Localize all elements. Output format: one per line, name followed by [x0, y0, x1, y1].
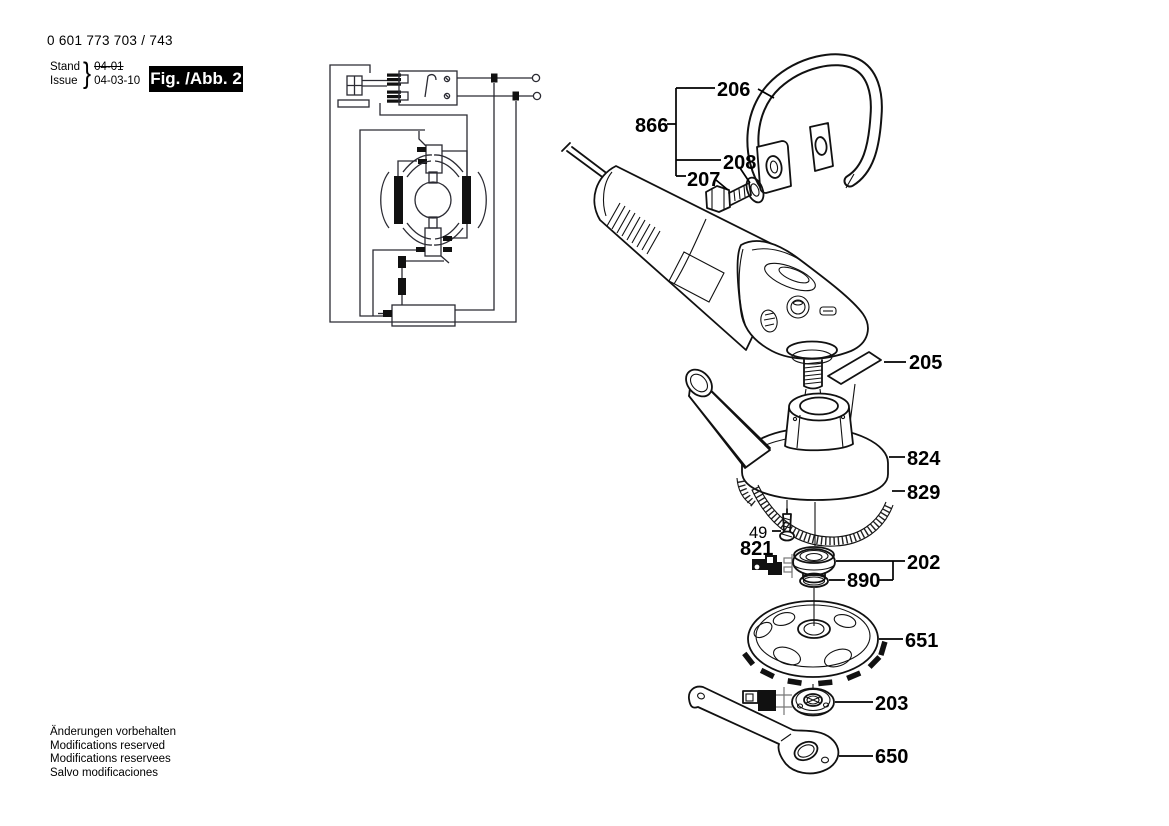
grinder-body-drawing [561, 142, 869, 448]
footer-disclaimer: Änderungen vorbehalten Modifications res… [50, 726, 176, 780]
terminal-pins [387, 73, 401, 103]
spindle-drawing [803, 359, 823, 390]
service-clip-203-drawing [742, 687, 792, 715]
part-label-205: 205 [909, 352, 942, 374]
part-label-208: 208 [723, 152, 756, 174]
vent-slats [606, 202, 661, 255]
screw-49-drawing [779, 508, 795, 542]
issue-date: 04-03-10 [94, 75, 141, 87]
brand-logo-mark [819, 306, 837, 316]
part-label-49: 49 [749, 524, 767, 542]
footer-line-en: Modifications reserved [50, 739, 166, 752]
part-label-651: 651 [905, 630, 938, 652]
nameplate-205-drawing [827, 351, 882, 385]
part-label-650: 650 [875, 746, 908, 768]
side-handle-hole [760, 309, 778, 333]
washer-208-drawing [745, 176, 765, 204]
electronic-module-symbol [378, 304, 456, 327]
part-label-890: 890 [847, 570, 880, 592]
brush-ring-drawing [737, 480, 894, 547]
footer-line-fr: Modifications reservees [50, 753, 171, 765]
part-label-821: 821 [740, 538, 773, 560]
figure-label: Fig. /Abb. 2 [150, 69, 242, 88]
extraction-guard-drawing [685, 368, 889, 546]
stand-label: Stand [50, 61, 81, 73]
footer-line-es: Salvo modificaciones [50, 766, 159, 779]
switch-symbol [398, 70, 458, 106]
part-label-207: 207 [687, 169, 720, 191]
part-label-829: 829 [907, 482, 940, 504]
auxiliary-handle-drawing [746, 53, 883, 194]
part-label-203: 203 [875, 693, 908, 715]
issue-label: Issue [50, 75, 78, 87]
wiring-schematic [329, 64, 542, 327]
figure-label-badge: Fig. /Abb. 2 [149, 66, 243, 92]
part-label-824: 824 [907, 448, 941, 470]
spindle-lock-button [786, 295, 810, 319]
part-label-202: 202 [907, 552, 940, 574]
revision-block: Stand Issue } 04-01 04-03-10 [50, 57, 141, 90]
bolt-207-drawing [705, 182, 752, 213]
callout-leader-lines [667, 87, 906, 757]
wheel-rim-segments [742, 640, 888, 687]
part-label-866: 866 [635, 115, 668, 137]
revision-brace: } [83, 57, 92, 90]
clamping-nut-drawing [791, 684, 835, 717]
o-ring-890-drawing [799, 574, 829, 600]
motor-symbol [372, 131, 487, 316]
cable-clip-821-drawing [752, 554, 793, 578]
stand-date-old: 04-01 [94, 61, 124, 73]
cup-wheel-drawing [742, 600, 888, 687]
pin-wrench-drawing [688, 685, 840, 775]
footer-line-de: Änderungen vorbehalten [50, 726, 176, 738]
part-label-206: 206 [717, 79, 750, 101]
document-part-number: 0 601 773 703 / 743 [47, 33, 173, 48]
